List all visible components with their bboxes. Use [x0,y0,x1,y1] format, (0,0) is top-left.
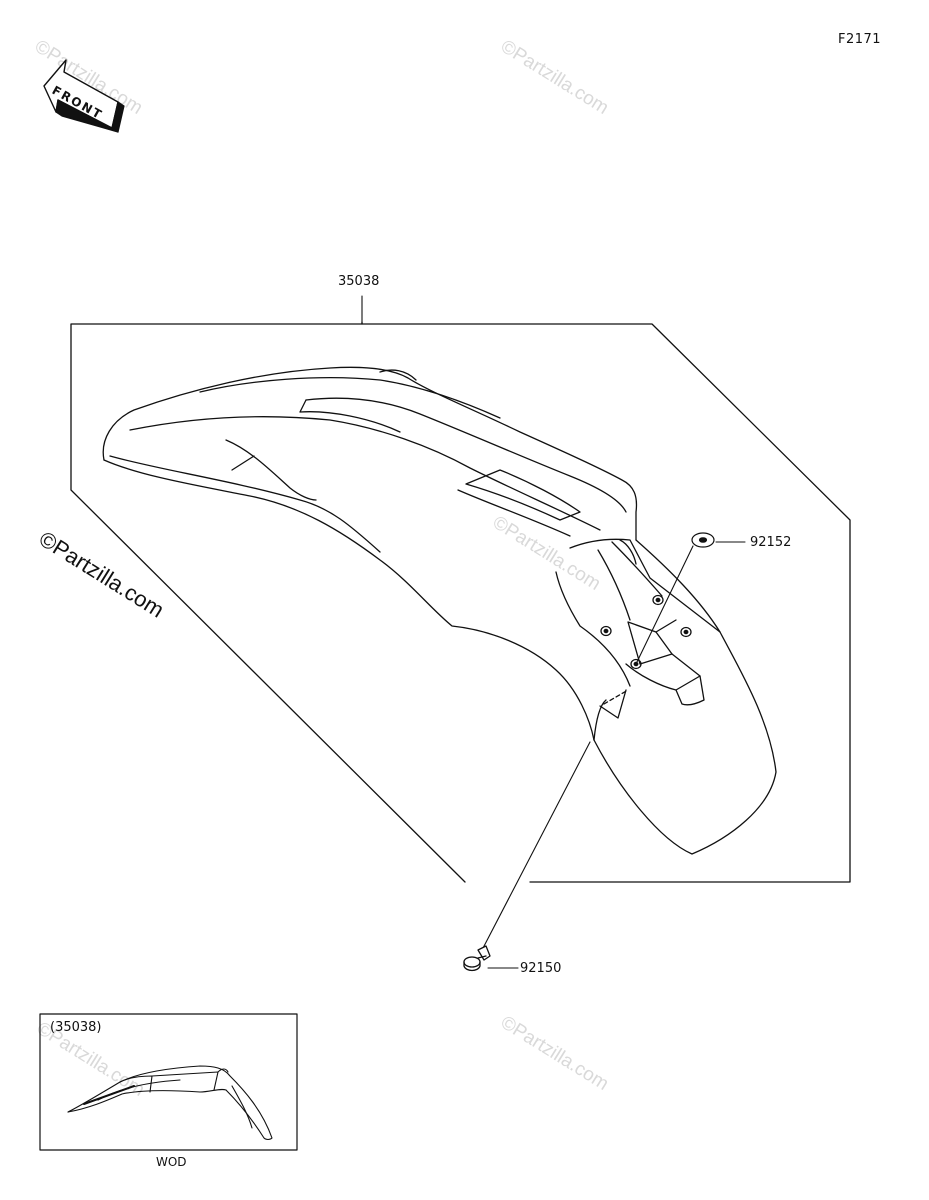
part-number-92150: 92150 [520,961,562,976]
inset-box [39,1013,298,1151]
bolt-icon [463,945,491,972]
figure-code: F2171 [838,32,882,47]
inset-caption: WOD [156,1155,187,1169]
inset-fender [67,1065,273,1141]
part-number-35038: 35038 [338,274,380,289]
assembly-outline [70,323,466,883]
leader-bolt-to-fender [481,741,591,951]
part-number-92152: 92152 [750,535,792,550]
inset-ref-label: (35038) [50,1020,102,1035]
assembly-outline [361,321,851,883]
leader-washer-to-hole [635,545,694,665]
washer-icon [691,532,715,548]
front-fender [102,366,777,855]
front-arrow-icon [43,59,125,133]
